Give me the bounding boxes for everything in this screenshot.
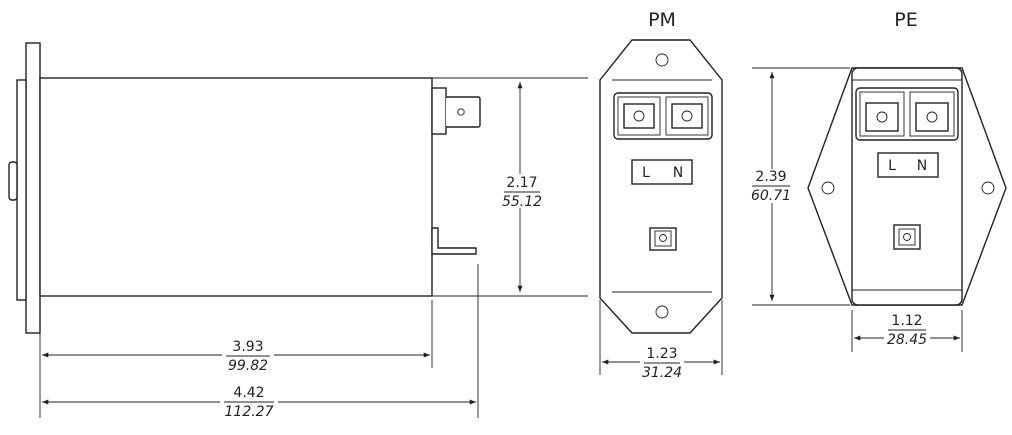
pe-width-in: 1.12 bbox=[891, 313, 922, 329]
pm-width-mm: 31.24 bbox=[642, 365, 682, 381]
pe-ln-label-box bbox=[877, 152, 939, 178]
side-height-in: 2.17 bbox=[506, 175, 537, 191]
pe-line-label: L bbox=[888, 158, 896, 174]
pm-line-label: L bbox=[642, 165, 650, 181]
pm-ground-terminal bbox=[649, 227, 677, 251]
pe-width-mm: 28.45 bbox=[887, 332, 927, 348]
pm-width-in: 1.23 bbox=[646, 346, 677, 362]
side-fast-on-tab bbox=[446, 96, 481, 128]
pe-line-screw bbox=[876, 111, 888, 123]
pm-ln-label-box bbox=[631, 159, 693, 185]
pm-title: PM bbox=[648, 9, 676, 31]
pe-title: PE bbox=[894, 9, 917, 31]
body-length-in: 3.93 bbox=[232, 339, 263, 355]
side-height-mm: 55.12 bbox=[502, 194, 542, 210]
pm-mount-hole-bottom bbox=[655, 305, 669, 319]
side-body bbox=[39, 77, 433, 297]
pe-height-in: 2.39 bbox=[755, 169, 786, 185]
pm-mount-hole-top bbox=[655, 53, 669, 67]
pe-mount-hole-left bbox=[821, 181, 835, 195]
pe-neutral-label: N bbox=[917, 158, 927, 174]
overall-length-mm: 112.27 bbox=[225, 404, 274, 420]
pm-neutral-screw bbox=[681, 110, 693, 122]
pm-line-screw bbox=[633, 110, 645, 122]
pe-front-view bbox=[752, 67, 1007, 352]
side-ground-tab bbox=[431, 227, 477, 255]
overall-length-in: 4.42 bbox=[233, 385, 264, 401]
side-tab-base bbox=[431, 87, 447, 135]
pe-mount-hole-right bbox=[981, 181, 995, 195]
side-gasket bbox=[16, 79, 27, 301]
side-flange bbox=[25, 42, 41, 334]
body-length-mm: 99.82 bbox=[228, 358, 268, 374]
pe-neutral-screw bbox=[926, 111, 938, 123]
side-tab-hole bbox=[457, 108, 465, 116]
pm-neutral-label: N bbox=[673, 165, 683, 181]
side-knob bbox=[8, 161, 18, 201]
side-view bbox=[8, 42, 588, 418]
pm-front-view bbox=[599, 39, 723, 375]
pe-height-mm: 60.71 bbox=[751, 188, 791, 204]
pm-flange-outline bbox=[599, 39, 723, 334]
